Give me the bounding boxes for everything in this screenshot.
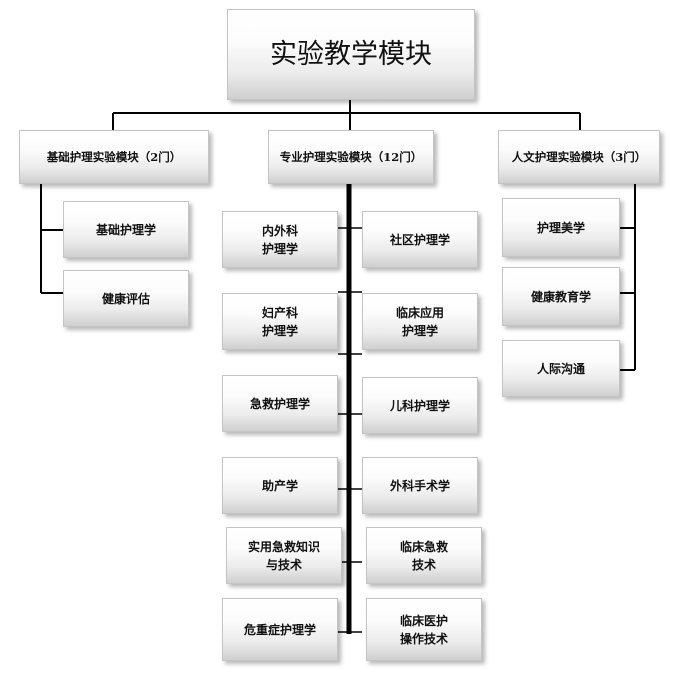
course-label: 外科手术学 — [389, 478, 450, 493]
course-box: 临床急救 技术 — [366, 527, 482, 584]
course-box: 临床应用 护理学 — [362, 293, 478, 350]
module-basic-label: 基础护理实验模块（2门） — [46, 150, 182, 164]
course-box: 危重症护理学 — [222, 598, 338, 661]
course-label: 健康评估 — [101, 291, 150, 306]
course-label: 临床急救 技术 — [399, 539, 448, 572]
module-basic-box: 基础护理实验模块（2门） — [19, 130, 209, 184]
module-humanities-box: 人文护理实验模块（3门） — [498, 130, 660, 184]
course-box: 临床医护 操作技术 — [366, 598, 482, 661]
root-title-box: 实验教学模块 — [227, 9, 475, 100]
course-label: 儿科护理学 — [389, 398, 450, 413]
course-box: 健康教育学 — [502, 267, 620, 326]
course-label: 急救护理学 — [249, 396, 310, 411]
course-box: 社区护理学 — [362, 211, 478, 268]
course-label: 临床应用 护理学 — [395, 305, 444, 338]
course-box: 人际沟通 — [502, 340, 620, 397]
course-label: 助产学 — [261, 478, 298, 493]
module-professional-label: 专业护理实验模块（12门） — [279, 150, 423, 164]
course-box: 内外科 护理学 — [222, 211, 338, 268]
course-label: 健康教育学 — [530, 289, 591, 304]
course-box: 基础护理学 — [63, 201, 189, 258]
course-label: 危重症护理学 — [243, 622, 316, 637]
course-label: 妇产科 护理学 — [261, 305, 298, 338]
course-box: 护理美学 — [502, 198, 620, 257]
course-label: 临床医护 操作技术 — [399, 613, 448, 646]
course-label: 基础护理学 — [95, 222, 156, 237]
course-label: 实用急救知识 与技术 — [247, 539, 320, 572]
course-label: 内外科 护理学 — [261, 223, 298, 256]
course-label: 社区护理学 — [389, 232, 450, 247]
course-box: 助产学 — [222, 457, 338, 514]
root-title: 实验教学模块 — [270, 38, 432, 70]
course-box: 儿科护理学 — [362, 377, 478, 434]
course-box: 实用急救知识 与技术 — [226, 527, 342, 584]
course-box: 外科手术学 — [362, 457, 478, 514]
module-humanities-label: 人文护理实验模块（3门） — [511, 150, 647, 164]
course-label: 人际沟通 — [536, 361, 585, 376]
course-box: 妇产科 护理学 — [222, 293, 338, 350]
course-box: 急救护理学 — [222, 375, 338, 432]
course-label: 护理美学 — [536, 220, 585, 235]
module-professional-box: 专业护理实验模块（12门） — [268, 130, 434, 184]
course-box: 健康评估 — [63, 270, 189, 327]
